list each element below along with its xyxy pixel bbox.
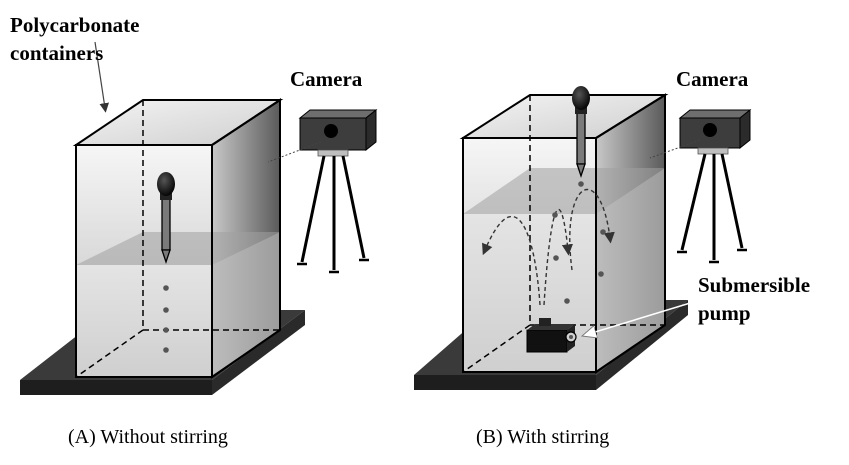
label-camera-a: Camera xyxy=(290,67,363,91)
caption-a: (A) Without stirring xyxy=(68,426,228,448)
bubbles-b xyxy=(552,181,606,304)
dropper-b xyxy=(572,86,590,179)
containers-pointer-line xyxy=(94,41,110,113)
camera-a xyxy=(267,108,378,274)
panel-a-without-stirring xyxy=(20,41,378,395)
submersible-pump xyxy=(526,318,577,353)
label-camera-b: Camera xyxy=(676,67,749,91)
caption-b: (B) With stirring xyxy=(476,426,609,448)
camera-b xyxy=(649,108,752,264)
pump-pointer-line xyxy=(582,299,701,336)
label-containers-line2: containers xyxy=(10,41,103,65)
bubbles-a xyxy=(163,285,169,353)
label-containers-line1: Polycarbonate xyxy=(10,13,139,37)
label-pump-line1: Submersible xyxy=(698,273,810,297)
panel-b-with-stirring xyxy=(414,86,752,390)
container-box-a xyxy=(72,98,284,379)
label-pump-line2: pump xyxy=(698,301,751,325)
dropper-a xyxy=(157,172,175,265)
